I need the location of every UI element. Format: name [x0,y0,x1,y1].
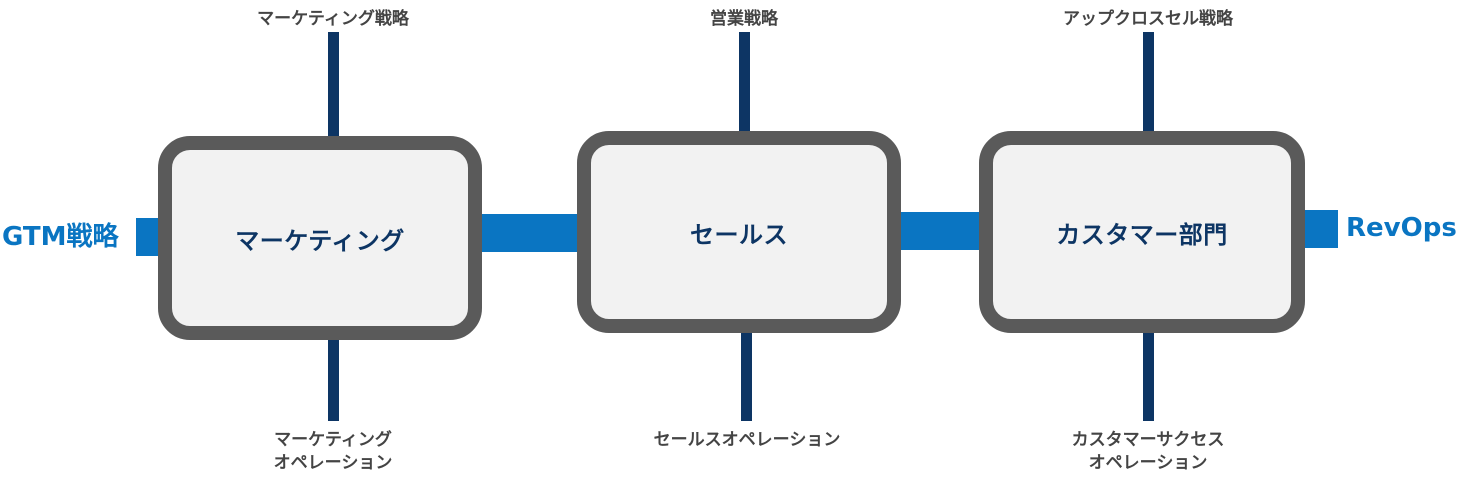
bottom-note-sales-line1: セールスオペレーション [653,430,841,450]
connector-customer-bottom [1143,318,1154,421]
connector-sales-bottom [741,318,752,421]
stage-box-marketing: マーケティング [158,136,482,340]
stage-box-customer: カスタマー部門 [979,131,1305,333]
connector-marketing-bottom [328,330,339,421]
top-note-marketing: マーケティング戦略 [257,9,409,29]
stage-label-marketing: マーケティング [235,226,405,255]
stage-label-sales: セールス [690,220,788,249]
connector-sales-top [739,32,750,140]
stage-box-sales: セールス [577,131,901,333]
bottom-note-customer: カスタマーサクセス オペレーション [1072,429,1225,475]
flow-bar-sales-to-customer [886,212,992,250]
bottom-note-marketing: マーケティング オペレーション [274,429,393,475]
top-note-customer: アップクロスセル戦略 [1063,9,1233,29]
bottom-note-marketing-line1: マーケティング [274,430,392,450]
connector-customer-top [1143,32,1154,140]
output-label: RevOps [1346,213,1457,243]
bottom-note-sales: セールスオペレーション [654,429,841,452]
connector-marketing-top [328,32,339,144]
bottom-note-marketing-line2: オペレーション [273,453,393,473]
input-label: GTM戦略 [2,222,119,252]
flow-bar-marketing-to-sales [468,214,592,252]
stage-label-customer: カスタマー部門 [1056,220,1228,249]
bottom-note-customer-line1: カスタマーサクセス [1071,430,1225,450]
top-note-sales: 営業戦略 [710,9,778,29]
bottom-note-customer-line2: オペレーション [1088,453,1208,473]
